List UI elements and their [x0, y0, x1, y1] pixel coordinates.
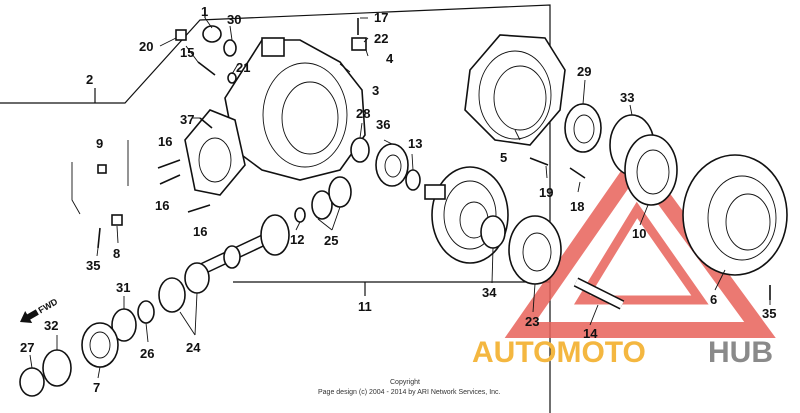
- label-part-19: 19: [539, 185, 553, 200]
- label-part-11: 11: [358, 299, 372, 314]
- label-part-24: 24: [186, 340, 201, 355]
- label-part-33: 33: [620, 90, 634, 105]
- label-part-23: 23: [525, 314, 539, 329]
- label-part-9: 9: [96, 136, 103, 151]
- label-part-25: 25: [324, 233, 338, 248]
- part-labels: 1 2 3 4 5 6 7 8 9 10 11 12 13 14 15 16 1…: [20, 4, 776, 395]
- label-part-5: 5: [500, 150, 507, 165]
- label-part-17: 17: [374, 10, 388, 25]
- label-part-20: 20: [139, 39, 153, 54]
- oil-seal-34: [480, 215, 506, 249]
- o-ring-32: [42, 349, 72, 387]
- leader-lines: [29, 17, 771, 379]
- copyright-line-1: Copyright: [390, 379, 420, 386]
- label-part-8: 8: [113, 246, 120, 261]
- label-part-7: 7: [93, 380, 100, 395]
- label-part-32: 32: [44, 318, 58, 333]
- label-part-12: 12: [290, 232, 304, 247]
- ring-gear: [424, 166, 509, 264]
- washer-12: [294, 207, 306, 223]
- label-part-2: 2: [86, 72, 93, 87]
- label-part-30: 30: [227, 12, 241, 27]
- assembly-frame: [0, 4, 551, 413]
- oil-seal-29: [564, 103, 602, 153]
- label-part-14: 14: [583, 326, 598, 341]
- label-part-31: 31: [116, 280, 130, 295]
- label-part-1: 1: [201, 4, 208, 19]
- final-gear-cover: [464, 34, 566, 146]
- label-part-21: 21: [236, 60, 250, 75]
- label-part-4: 4: [386, 51, 394, 66]
- joint-7: [81, 322, 119, 368]
- watermark-hub: HUB: [708, 336, 773, 369]
- copyright-line-2: Page design (c) 2004 - 2014 by ARI Netwo…: [318, 389, 501, 396]
- label-part-37: 37: [180, 112, 194, 127]
- pinion-gear: [197, 214, 290, 276]
- bearing-6: [682, 154, 788, 276]
- label-part-16c: 16: [193, 224, 207, 239]
- label-part-26: 26: [140, 346, 154, 361]
- label-part-3: 3: [372, 83, 379, 98]
- final-gear-case: [184, 37, 366, 196]
- shim-13: [405, 169, 421, 191]
- label-part-18: 18: [570, 199, 584, 214]
- shaft-14: [573, 277, 625, 310]
- label-part-27: 27: [20, 340, 34, 355]
- fasteners: [97, 18, 771, 300]
- nut-27: [19, 367, 45, 397]
- washer-26: [137, 300, 155, 324]
- label-part-22: 22: [374, 31, 388, 46]
- label-part-13: 13: [408, 136, 422, 151]
- bearing-36: [375, 143, 409, 187]
- label-part-16b: 16: [155, 198, 169, 213]
- label-part-35b: 35: [762, 306, 776, 321]
- label-part-15: 15: [180, 45, 194, 60]
- bearing-10: [624, 134, 678, 206]
- label-part-28: 28: [356, 106, 370, 121]
- bearing-24: [158, 262, 210, 313]
- copyright: Copyright Page design (c) 2004 - 2014 by…: [318, 379, 501, 396]
- label-part-10: 10: [632, 226, 646, 241]
- label-part-34: 34: [482, 285, 497, 300]
- bearing-25: [311, 176, 352, 220]
- label-part-6: 6: [710, 292, 717, 307]
- label-part-36: 36: [376, 117, 390, 132]
- label-part-16a: 16: [158, 134, 172, 149]
- fwd-label: FWD: [37, 296, 60, 315]
- watermark-text: AUTOMOTO HUB: [472, 336, 773, 369]
- bearing-23: [508, 215, 562, 285]
- label-part-35a: 35: [86, 258, 100, 273]
- label-part-29: 29: [577, 64, 591, 79]
- watermark-auto: AUTOMOTO: [472, 336, 646, 369]
- seal-28: [350, 137, 370, 163]
